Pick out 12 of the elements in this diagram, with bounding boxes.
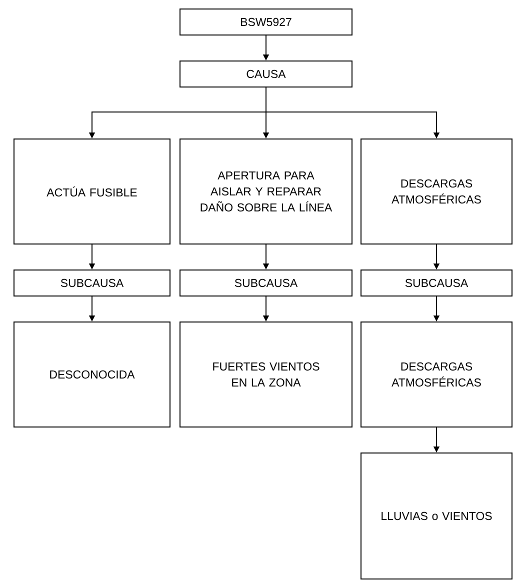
process-box: DESCONOCIDA bbox=[14, 322, 170, 428]
process-box: APERTURA PARA AISLAR Y REPARAR DAÑO SOBRE LA LÍNEA bbox=[180, 138, 352, 244]
process-box: DESCARGAS ATMOSFÉRICAS bbox=[360, 138, 512, 244]
cause-box: SUBCAUSA bbox=[360, 270, 512, 296]
process-box: ACTÚA FUSIBLE bbox=[14, 138, 170, 244]
cause-box: BSW5927 bbox=[180, 8, 352, 36]
cause-box: CAUSA bbox=[180, 60, 352, 88]
process-box: DESCARGAS ATMOSFÉRICAS bbox=[360, 322, 512, 428]
process-box: FUERTES VIENTOS EN LA ZONA bbox=[180, 322, 352, 428]
process-box: LLUVIAS o VIENTOS bbox=[360, 452, 512, 580]
cause-box: SUBCAUSA bbox=[14, 270, 170, 296]
cause-box: SUBCAUSA bbox=[180, 270, 352, 296]
